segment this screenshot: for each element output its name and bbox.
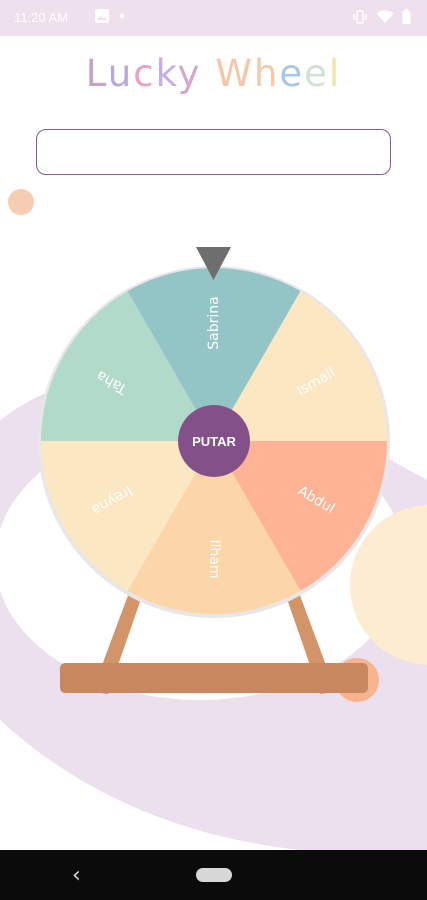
battery-icon [402,9,411,24]
home-pill-icon[interactable] [196,868,232,882]
wheel-segment [214,291,387,441]
wheel-segment [127,267,301,441]
title-letter: W [215,52,254,95]
wifi-icon [376,9,394,23]
status-right-icons [352,9,411,24]
wheel-segment-label: Ilham [206,539,222,578]
title-letter: y [177,52,202,95]
status-time: 11:20 AM [14,10,68,25]
wheel-segment-label: Sabrina [206,296,222,349]
wheel-stand [60,590,368,694]
title-letter: e [279,52,305,95]
back-icon[interactable]: ‹ [72,863,81,888]
image-icon [95,9,109,23]
vibrate-icon [353,9,367,24]
status-left-icons [95,9,125,23]
title-letter: l [328,52,342,95]
decor-circle-large [350,505,427,665]
title-letter: k [155,52,178,95]
title-letter: u [107,52,134,95]
pointer-icon [196,247,231,280]
wheel-segment [41,291,214,441]
navigation-bar: ‹ [0,850,427,900]
app-title: Lucky Wheel [0,52,427,95]
decor-circle-small [8,189,34,215]
dot-icon [119,13,125,19]
name-input[interactable] [36,129,391,175]
wheel-segment [127,441,301,614]
spin-button-label: PUTAR [192,434,236,449]
wheel-segment [214,441,387,591]
title-letter: h [253,52,280,95]
status-bar: 11:20 AM [0,0,427,36]
wheel-segment [41,441,214,591]
spin-button[interactable]: PUTAR [178,405,250,477]
title-letter: e [304,52,329,95]
title-letter: c [133,52,156,95]
title-letter [202,52,216,95]
title-letter: L [85,52,108,95]
